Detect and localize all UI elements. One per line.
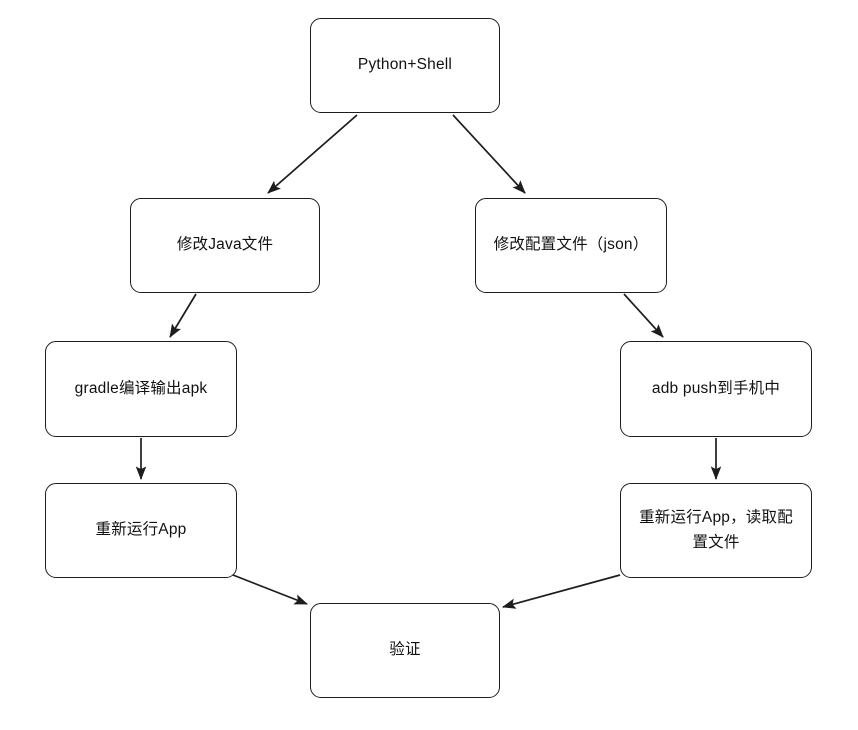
edge-edit_java-to-gradle_build [169,293,197,338]
node-gradle-build-apk[interactable]: gradle编译输出apk [45,341,237,437]
node-edit-config-file-label: 修改配置文件（json） [493,236,649,254]
node-rerun-app-label: 重新运行App [95,521,187,539]
node-edit-config-file[interactable]: 修改配置文件（json） [475,198,667,293]
node-start[interactable]: Python+Shell [310,18,500,113]
node-edit-java-file[interactable]: 修改Java文件 [130,198,320,293]
node-rerun-app-read-config[interactable]: 重新运行App，读取配置文件 [620,483,812,578]
edge-rerun_config-to-verify [502,574,621,609]
node-verify-label: 验证 [389,641,421,659]
node-edit-java-file-label: 修改Java文件 [176,236,274,254]
edge-rerun_app-to-verify [232,574,308,605]
node-adb-push-to-phone-label: adb push到手机中 [651,379,781,397]
node-start-label: Python+Shell [357,56,453,74]
edge-start-to-edit_config [452,114,526,194]
node-rerun-app[interactable]: 重新运行App [45,483,237,578]
node-gradle-build-apk-label: gradle编译输出apk [74,379,208,397]
node-verify[interactable]: 验证 [310,603,500,698]
edge-start-to-edit_java [267,114,358,194]
edge-edit_config-to-adb_push [623,293,664,338]
node-adb-push-to-phone[interactable]: adb push到手机中 [620,341,812,437]
node-rerun-app-read-config-label: 重新运行App，读取配置文件 [639,509,793,551]
